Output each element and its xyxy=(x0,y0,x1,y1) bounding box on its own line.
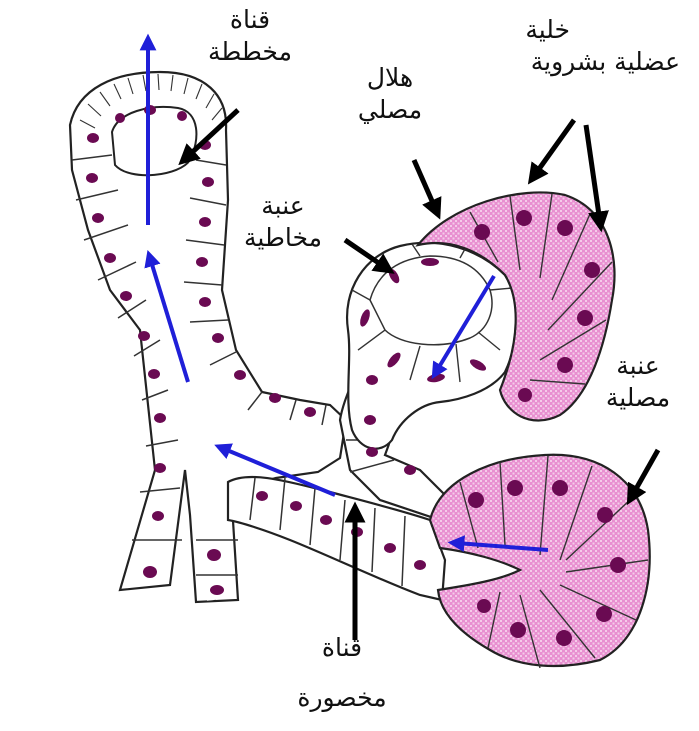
label-striated-duct: قناة مخططة xyxy=(200,4,300,68)
label-myoepithelial-cell: خلية عضلية بشروية xyxy=(480,14,680,78)
pointer-serous-demilune xyxy=(414,160,436,210)
label-serous-demilune: هلال مصلي xyxy=(340,62,440,126)
label-intercalated-duct: قناة مخصورة xyxy=(262,632,422,714)
label-mucous-acinus: عنبة مخاطية xyxy=(228,190,338,254)
pointer-myoepithelial-1 xyxy=(534,120,574,176)
pointer-serous-acinus xyxy=(632,450,658,496)
label-serous-acinus: عنبة مصلية xyxy=(588,350,688,414)
